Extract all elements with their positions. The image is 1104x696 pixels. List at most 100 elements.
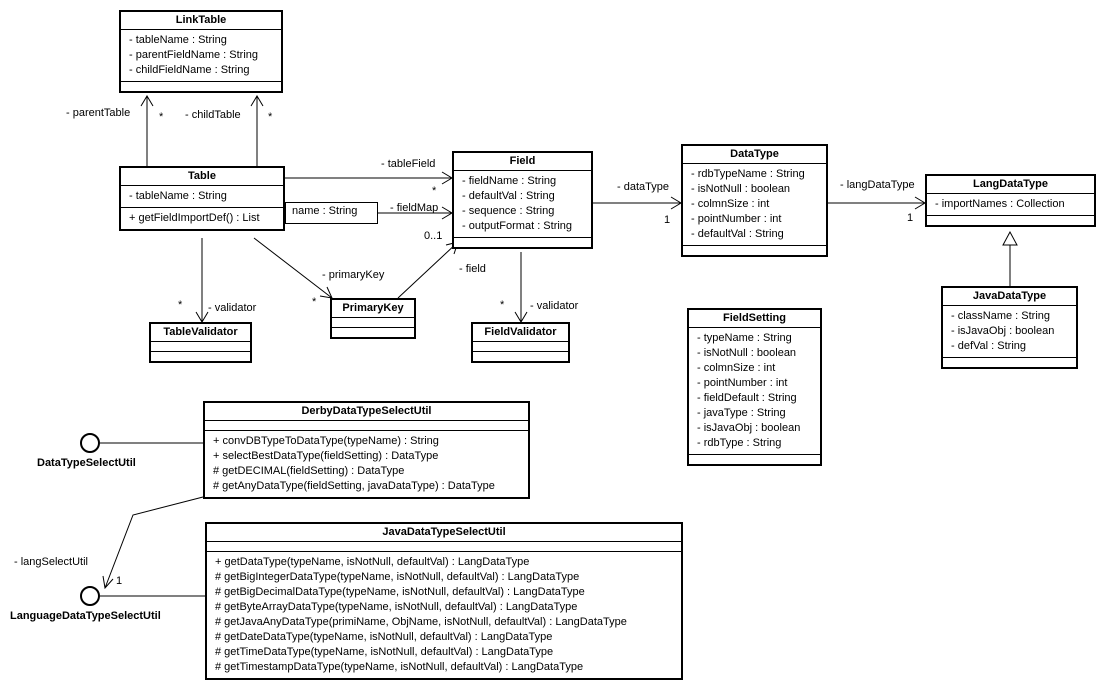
- datatype-select-interface: [80, 433, 100, 453]
- attribute: - pointNumber : int: [691, 213, 782, 225]
- attribute: - isNotNull : boolean: [691, 183, 791, 195]
- parent-table-multiplicity: *: [159, 111, 164, 123]
- child-table-label: - childTable: [185, 109, 241, 121]
- datatype-class-name: DataType: [683, 146, 826, 164]
- datatype-select-interface-label: DataTypeSelectUtil: [37, 457, 136, 469]
- langdatatype-attributes: - importNames : Collection: [927, 194, 1094, 216]
- attribute: - childFieldName : String: [129, 64, 250, 76]
- generalization-arrowhead: [1002, 230, 1018, 246]
- fieldvalidator-class[interactable]: FieldValidator: [471, 322, 570, 363]
- derby-class-name: DerbyDataTypeSelectUtil: [205, 403, 528, 421]
- tablevalidator-operations: [151, 352, 250, 361]
- langdatatype-class-name: LangDataType: [927, 176, 1094, 194]
- field-map-label: - fieldMap: [390, 202, 439, 214]
- pk-field-label: - field: [459, 263, 486, 275]
- data-type-multiplicity: 1: [664, 214, 671, 226]
- fieldsetting-class-name: FieldSetting: [689, 310, 820, 328]
- field-class-name: Field: [454, 153, 591, 171]
- language-select-interface: [80, 586, 100, 606]
- tablevalidator-class[interactable]: TableValidator: [149, 322, 252, 363]
- langdatatype-class[interactable]: LangDataType - importNames : Collection: [925, 174, 1096, 227]
- child-table-association: [250, 95, 264, 166]
- fieldvalidator-operations: [473, 352, 568, 361]
- attribute: - className : String: [951, 310, 1051, 322]
- language-select-interface-label: LanguageDataTypeSelectUtil: [10, 610, 161, 622]
- primarykey-class[interactable]: PrimaryKey: [330, 298, 416, 339]
- table-validator-label: - validator: [208, 302, 257, 314]
- field-validator-multiplicity: *: [500, 299, 505, 311]
- field-map-multiplicity: 0..1: [424, 230, 443, 242]
- table-operations: + getFieldImportDef() : List: [121, 208, 283, 229]
- primary-key-multiplicity: *: [312, 296, 317, 308]
- javaselect-attributes: [207, 542, 681, 552]
- primary-key-association: [253, 237, 333, 299]
- attribute: - parentFieldName : String: [129, 49, 258, 61]
- attribute: - pointNumber : int: [697, 377, 788, 389]
- langdatatype-operations: [927, 216, 1094, 225]
- javadatatype-operations: [943, 358, 1076, 367]
- table-class-name: Table: [121, 168, 283, 186]
- operation: # getByteArrayDataType(typeName, isNotNu…: [215, 601, 578, 613]
- datatype-attributes: - rdbTypeName : String - isNotNull : boo…: [683, 164, 826, 246]
- fieldsetting-attributes: - typeName : String - isNotNull : boolea…: [689, 328, 820, 455]
- primarykey-attributes: [332, 318, 414, 328]
- table-validator-multiplicity: *: [178, 299, 183, 311]
- attribute: - defaultVal : String: [462, 190, 555, 202]
- attribute: - fieldDefault : String: [697, 392, 797, 404]
- attribute: - typeName : String: [697, 332, 792, 344]
- attribute: - defaultVal : String: [691, 228, 784, 240]
- operation: + selectBestDataType(fieldSetting) : Dat…: [213, 450, 439, 462]
- javaselect-class-name: JavaDataTypeSelectUtil: [207, 524, 681, 542]
- datatype-class[interactable]: DataType - rdbTypeName : String - isNotN…: [681, 144, 828, 257]
- javadatatype-class[interactable]: JavaDataType - className : String - isJa…: [941, 286, 1078, 369]
- table-class[interactable]: Table - tableName : String + getFieldImp…: [119, 166, 285, 231]
- name-qualifier: name : String: [285, 202, 378, 224]
- derby-class[interactable]: DerbyDataTypeSelectUtil + convDBTypeToDa…: [203, 401, 530, 499]
- javaselect-class[interactable]: JavaDataTypeSelectUtil + getDataType(typ…: [205, 522, 683, 680]
- field-class[interactable]: Field - fieldName : String - defaultVal …: [452, 151, 593, 249]
- tablevalidator-class-name: TableValidator: [151, 324, 250, 342]
- attribute: - rdbType : String: [697, 437, 782, 449]
- attribute: - tableName : String: [129, 190, 227, 202]
- attribute: - rdbTypeName : String: [691, 168, 805, 180]
- primarykey-operations: [332, 328, 414, 337]
- operation: # getBigIntegerDataType(typeName, isNotN…: [215, 571, 580, 583]
- lang-select-label: - langSelectUtil: [14, 556, 88, 568]
- attribute: - javaType : String: [697, 407, 786, 419]
- fieldsetting-class[interactable]: FieldSetting - typeName : String - isNot…: [687, 308, 822, 466]
- operation: # getDateDataType(typeName, isNotNull, d…: [215, 631, 553, 643]
- operation: # getDECIMAL(fieldSetting) : DataType: [213, 465, 405, 477]
- operation: # getAnyDataType(fieldSetting, javaDataT…: [213, 480, 495, 492]
- attribute: - defVal : String: [951, 340, 1026, 352]
- derby-attributes: [205, 421, 528, 431]
- operation: + getFieldImportDef() : List: [129, 212, 260, 224]
- datatype-operations: [683, 246, 826, 255]
- attribute: - isNotNull : boolean: [697, 347, 797, 359]
- field-validator-label: - validator: [530, 300, 579, 312]
- linktable-class-name: LinkTable: [121, 12, 281, 30]
- pk-field-association: [397, 241, 459, 299]
- linktable-class[interactable]: LinkTable - tableName : String - parentF…: [119, 10, 283, 93]
- javaselect-operations: + getDataType(typeName, isNotNull, defau…: [207, 552, 681, 678]
- javadatatype-class-name: JavaDataType: [943, 288, 1076, 306]
- parent-table-label: - parentTable: [66, 107, 131, 119]
- fieldvalidator-class-name: FieldValidator: [473, 324, 568, 342]
- operation: + getDataType(typeName, isNotNull, defau…: [215, 556, 530, 568]
- operation: # getTimeDataType(typeName, isNotNull, d…: [215, 646, 554, 658]
- table-attributes: - tableName : String: [121, 186, 283, 208]
- field-operations: [454, 238, 591, 247]
- data-type-label: - dataType: [617, 181, 669, 193]
- attribute: - isJavaObj : boolean: [951, 325, 1055, 337]
- operation: # getJavaAnyDataType(primiName, ObjName,…: [215, 616, 627, 628]
- attribute: - tableName : String: [129, 34, 227, 46]
- child-table-multiplicity: *: [268, 111, 273, 123]
- attribute: - importNames : Collection: [935, 198, 1065, 210]
- fieldsetting-operations: [689, 455, 820, 464]
- tablevalidator-attributes: [151, 342, 250, 352]
- javadatatype-attributes: - className : String - isJavaObj : boole…: [943, 306, 1076, 358]
- attribute: - isJavaObj : boolean: [697, 422, 801, 434]
- data-type-association: [592, 196, 682, 210]
- attribute: - fieldName : String: [462, 175, 557, 187]
- parent-table-association: [140, 95, 154, 166]
- lang-data-type-association: [827, 196, 926, 210]
